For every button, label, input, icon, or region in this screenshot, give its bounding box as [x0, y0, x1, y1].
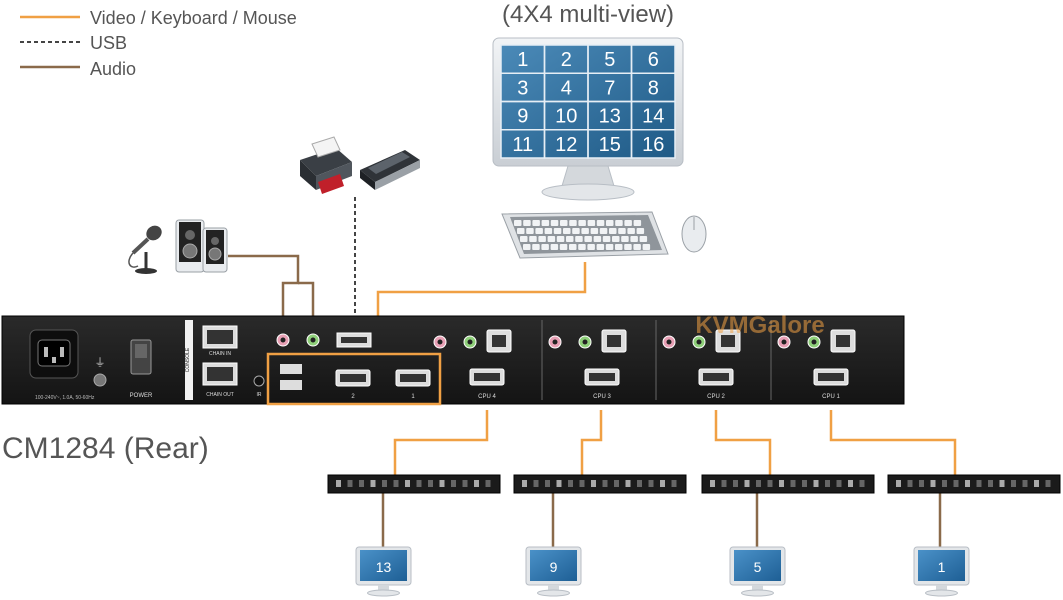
cpu2-chain-line — [714, 410, 772, 480]
multiview-cell-number: 10 — [555, 106, 577, 128]
chained-switch — [887, 474, 1061, 494]
cpu-block: CPU 2 — [655, 320, 741, 400]
chained-unit: 9 — [513, 474, 687, 597]
console-label: CONSOLE — [185, 347, 191, 372]
multiview-cell-number: 12 — [555, 134, 577, 156]
multiview-cell-number: 5 — [604, 49, 615, 71]
power-label: POWER — [130, 393, 153, 399]
monitor-neck — [561, 165, 615, 187]
cpu1-chain-line — [829, 410, 957, 480]
cpu-port-blocks: CPU 4 CPU 3 CPU 2 CPU 1 — [433, 320, 856, 400]
cpu4-chain-line — [393, 410, 489, 480]
microphone-icon — [128, 225, 162, 274]
ir-label: IR — [257, 392, 262, 398]
console-divider — [185, 320, 193, 400]
legend-audio-label: Audio — [90, 59, 136, 79]
cpu3-chain-line — [580, 410, 603, 480]
power-inlet-socket — [37, 339, 71, 367]
multiview-cell-number: 8 — [648, 77, 659, 99]
ground-symbol-icon: ⏚ — [95, 356, 106, 369]
chain-monitor-number: 13 — [376, 559, 392, 575]
keyboard-icon — [501, 211, 669, 259]
cpu-block: CPU 1 — [770, 320, 856, 400]
ir-port — [253, 375, 265, 387]
multiview-cell-number: 16 — [642, 134, 664, 156]
legend: Video / Keyboard / Mouse USB Audio — [20, 8, 297, 79]
audio-line-spk — [298, 281, 315, 322]
speakers-icon — [175, 219, 228, 273]
legend-video-label: Video / Keyboard / Mouse — [90, 8, 297, 28]
cpu-block: CPU 4 — [433, 329, 512, 400]
chain-monitor-screen — [530, 550, 577, 581]
cpu-label: CPU 3 — [593, 394, 611, 400]
monitor-base — [541, 183, 635, 201]
console-port-group — [266, 352, 442, 406]
multiview-cell-number: 4 — [561, 77, 572, 99]
chain-monitor-number: 1 — [938, 559, 946, 575]
multiview-cell-number: 11 — [512, 134, 533, 156]
multiview-cell-number: 1 — [517, 49, 528, 71]
hdmi-port-2-label: 2 — [351, 394, 355, 400]
device-title: CM1284 (Rear) — [2, 432, 209, 465]
cpu-label: CPU 4 — [478, 394, 496, 400]
cpu-label: CPU 2 — [707, 394, 725, 400]
chain-monitor-number: 5 — [754, 559, 762, 575]
chain-monitor-screen — [360, 550, 407, 581]
chain-monitor-number: 9 — [550, 559, 558, 575]
chain-out-label: CHAIN OUT — [206, 392, 234, 398]
ground-screw — [93, 373, 107, 387]
cpu-block: CPU 3 — [541, 320, 627, 400]
chain-monitor-screen — [918, 550, 965, 581]
mouse-icon — [681, 215, 707, 253]
cpu-label: CPU 1 — [822, 394, 840, 400]
watermark: KVMGalore — [695, 312, 824, 339]
chained-unit: 5 — [701, 474, 875, 597]
connection-lines — [228, 197, 957, 550]
audio-line-mic — [228, 254, 300, 322]
kvm-rear-panel: ⏚ POWER 100-240V~, 1.0A, 50-60Hz CONSOLE… — [1, 312, 905, 406]
chain-monitor-screen — [734, 550, 781, 581]
chained-switch — [327, 474, 501, 494]
chained-switch — [513, 474, 687, 494]
printer-icon — [300, 136, 352, 194]
multiview-cell-number: 2 — [561, 49, 572, 71]
multiview-title: (4X4 multi-view) — [502, 1, 674, 28]
multiview-cell-number: 3 — [517, 77, 528, 99]
chain-in-label: CHAIN IN — [209, 351, 231, 357]
panel-body — [1, 315, 905, 405]
scanner-icon — [360, 150, 420, 190]
chained-switches: 13 9 5 1 — [327, 474, 1061, 597]
multiview-cell-number: 7 — [604, 77, 615, 99]
chained-switch — [701, 474, 875, 494]
chained-unit: 13 — [327, 474, 501, 597]
multiview-cell — [630, 129, 676, 159]
multiview-cell-number: 15 — [599, 134, 621, 156]
chained-unit: 1 — [887, 474, 1061, 597]
multiview-cell-number: 14 — [642, 106, 664, 128]
hdmi-port-1-label: 1 — [411, 394, 415, 400]
multiview-cell-number: 9 — [517, 106, 528, 128]
legend-usb-label: USB — [90, 33, 127, 53]
multiview-cell-number: 6 — [648, 49, 659, 71]
rating-label: 100-240V~, 1.0A, 50-60Hz — [35, 395, 95, 401]
multiview-cell-number: 13 — [599, 106, 621, 128]
